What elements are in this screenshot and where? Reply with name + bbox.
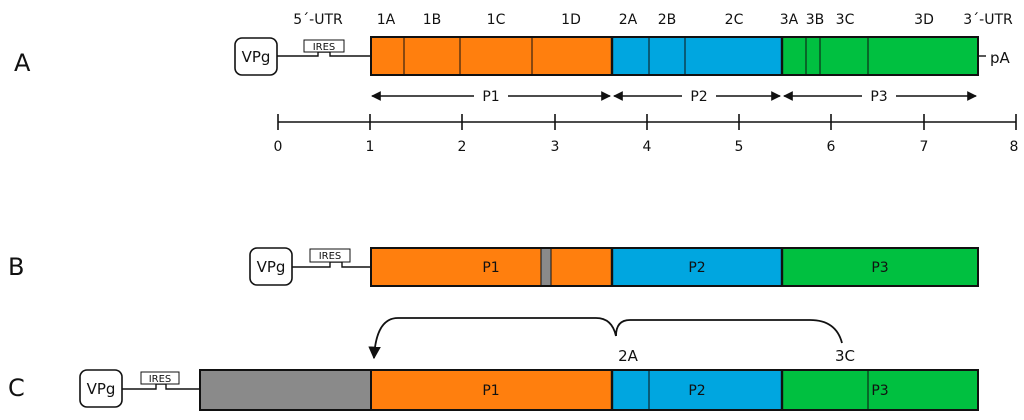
p2-label: P2	[688, 260, 705, 276]
p1-label: P1	[482, 260, 499, 276]
p2-region	[612, 37, 782, 75]
panel-c-letter: C	[8, 374, 25, 402]
p2-label: P2	[688, 383, 705, 399]
scale-label-1: 1	[366, 139, 375, 155]
utr5-label: 5´-UTR	[293, 12, 343, 28]
scale-label-3: 3	[551, 139, 560, 155]
scale-label-2: 2	[458, 139, 467, 155]
p1-span-label-bg	[474, 86, 508, 106]
p1-region	[371, 370, 612, 410]
scale-label-4: 4	[643, 139, 652, 155]
utr5-line	[292, 261, 370, 268]
vpg-label: VPg	[257, 258, 286, 276]
p3-label: P3	[871, 383, 888, 399]
panel-c: C VPg IRES P1 P2 P3 2A 3C	[8, 317, 979, 411]
ires-label: IRES	[319, 251, 342, 262]
inserted-region	[200, 370, 371, 410]
p2-span-label: P2	[690, 89, 707, 105]
scale-label-8: 8	[1010, 139, 1019, 155]
segment-label-1d: 1D	[561, 12, 581, 28]
scale-label-0: 0	[274, 139, 283, 155]
panel-a-letter: A	[14, 49, 31, 77]
p3-span-label: P3	[870, 89, 887, 105]
vpg-label: VPg	[87, 380, 116, 398]
polyprotein-outline	[370, 247, 979, 287]
segment-label-2a: 2A	[619, 12, 638, 28]
cleavage-arc-3c	[615, 319, 843, 344]
vpg-label: VPg	[242, 48, 271, 66]
scale-label-7: 7	[920, 139, 929, 155]
segment-label-2b: 2B	[658, 12, 677, 28]
panel-b-letter: B	[8, 253, 24, 281]
p2-region	[612, 370, 782, 410]
p3-span-label-bg	[862, 86, 896, 106]
mutated-cleavage-site	[540, 247, 552, 287]
utr3-label: 3´-UTR	[963, 12, 1013, 28]
segment-label-3d: 3D	[914, 12, 934, 28]
p3-region	[782, 248, 978, 286]
scale-label-5: 5	[735, 139, 744, 155]
panel-a: A VPg IRES pA 5´-UTR 1	[14, 12, 1018, 155]
ires-box	[140, 371, 180, 385]
ires-label: IRES	[313, 42, 336, 53]
p3-region	[782, 37, 978, 75]
polyprotein-outline	[199, 369, 979, 411]
segment-dividers	[403, 37, 869, 75]
scale-ticks	[277, 114, 1017, 130]
p2-span-label-bg	[682, 86, 716, 106]
p2-region	[612, 248, 782, 286]
site-label-2a: 2A	[618, 347, 639, 365]
segment-label-3b: 3B	[806, 12, 825, 28]
p1-label: P1	[482, 383, 499, 399]
p3-label: P3	[871, 260, 888, 276]
p3-region	[782, 370, 978, 410]
ires-label: IRES	[149, 374, 172, 385]
panel-b: B VPg IRES P1 P2 P3	[8, 247, 979, 287]
scale-label-6: 6	[827, 139, 836, 155]
segment-label-3c: 3C	[836, 12, 855, 28]
segment-label-1a: 1A	[377, 12, 396, 28]
segment-label-1b: 1B	[423, 12, 442, 28]
ires-box	[309, 248, 351, 263]
segment-label-3a: 3A	[780, 12, 799, 28]
ires-box	[303, 39, 345, 53]
p1-region	[371, 37, 612, 75]
cleavage-arc-2a	[368, 317, 617, 360]
site-label-3c: 3C	[835, 347, 855, 365]
segment-label-1c: 1C	[487, 12, 506, 28]
p1-span-label: P1	[482, 89, 499, 105]
p1-region	[371, 248, 612, 286]
segment-label-2c: 2C	[725, 12, 744, 28]
polya-label: pA	[990, 49, 1011, 67]
